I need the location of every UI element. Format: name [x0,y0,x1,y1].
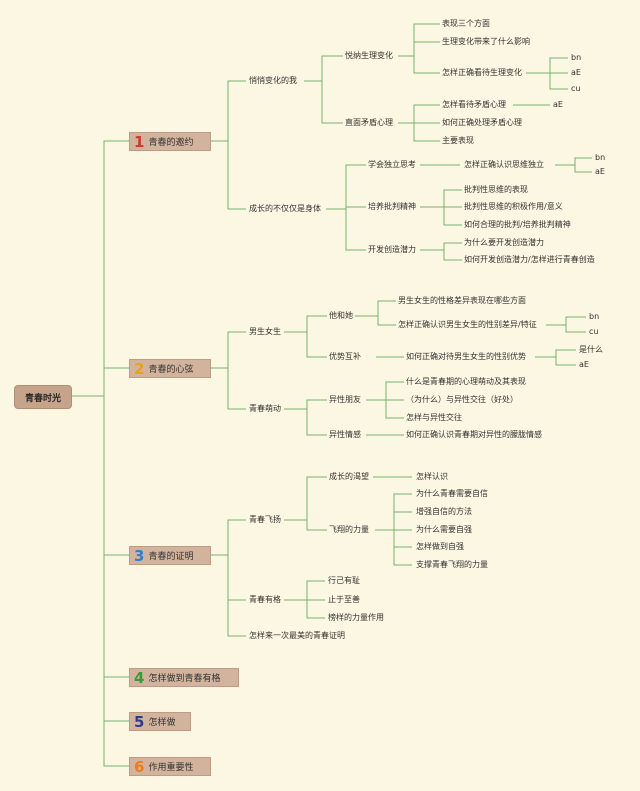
c3-node-1a: 成长的渴望 [329,472,369,481]
c3-branch-3: 怎样来一次最美的青春证明 [249,631,345,640]
c3-leaf: 支撑青春飞翔的力量 [416,560,488,569]
c1-tag: aE [595,167,605,176]
c2-tag: cu [589,327,599,336]
chapter-1-node: 1 青春的邀约 [129,132,211,151]
c3-leaf: 行己有耻 [328,576,360,585]
c1-leaf: 主要表现 [442,136,474,145]
c1-leaf: 批判性思维的积极作用/意义 [464,202,563,211]
chapter-4-number: 4 [134,668,145,687]
c3-leaf: 为什么需要自强 [416,525,472,534]
c2-leaf: 男生女生的性格差异表现在哪些方面 [398,296,526,305]
c1-node-2c: 开发创造潜力 [368,245,416,254]
c1-leaf: 为什么要开发创造潜力 [464,238,544,247]
c2-leaf: 怎样正确认识男生女生的性别差异/特征 [398,320,537,329]
chapter-3-node: 3 青春的证明 [129,546,211,565]
c2-node-1a: 他和她 [329,311,353,320]
c2-tag: aE [579,360,589,369]
c1-branch-2: 成长的不仅仅是身体 [249,204,321,213]
chapter-1-label: 青春的邀约 [148,138,194,148]
c1-leaf: 生理变化带来了什么影响 [442,37,530,46]
chapter-5-node: 5 怎样做 [129,712,191,731]
c2-branch-2: 青春萌动 [249,404,281,413]
c3-leaf: 增强自信的方法 [416,507,472,516]
c3-branch-1: 青春飞扬 [249,515,281,524]
c1-leaf: 怎样看待矛盾心理 [442,100,506,109]
c1-leaf: 表现三个方面 [442,19,490,28]
c2-node-2a: 异性朋友 [329,395,361,404]
chapter-6-node: 6 作用重要性 [129,757,211,776]
chapter-2-node: 2 青春的心弦 [129,359,211,378]
c1-node-2b: 培养批判精神 [368,202,416,211]
c1-tag: bn [595,153,606,162]
chapter-2-number: 2 [134,359,145,378]
c1-tag: aE [553,100,563,109]
c3-node-1b: 飞翔的力量 [329,525,369,534]
chapter-5-number: 5 [134,712,145,731]
chapter-3-number: 3 [134,546,145,565]
chapter-6-label: 作用重要性 [148,763,194,773]
c3-leaf: 为什么青春需要自信 [416,489,488,498]
c1-branch-1: 悄悄变化的我 [249,76,297,85]
c2-tag: bn [589,312,600,321]
c3-leaf: 榜样的力量作用 [328,613,384,622]
chapter-6-number: 6 [134,757,145,776]
chapter-3-label: 青春的证明 [148,552,194,562]
chapter-5-label: 怎样做 [148,718,176,728]
c1-node-1a: 悦纳生理变化 [345,51,393,60]
c2-leaf: （为什么）与异性交往（好处） [406,395,518,404]
c1-tag: aE [571,68,581,77]
c2-tag: 是什么 [579,345,603,354]
c1-leaf: 怎样正确认识思维独立 [464,160,544,169]
c1-leaf: 怎样正确看待生理变化 [442,68,522,77]
c3-leaf: 怎样做到自强 [416,542,464,551]
c1-leaf: 批判性思维的表现 [464,185,528,194]
chapter-4-node: 4 怎样做到青春有格 [129,668,239,687]
c1-leaf: 如何正确处理矛盾心理 [442,118,522,127]
c2-leaf: 如何正确认识青春期对异性的朦胧情感 [406,430,542,439]
c1-node-2a: 学会独立思考 [368,160,416,169]
c1-leaf: 如何开发创造潜力/怎样进行青春创造 [464,255,595,264]
c2-node-1b: 优势互补 [329,352,361,361]
c2-leaf: 怎样与异性交往 [406,413,462,422]
c3-leaf: 止于至善 [328,595,360,604]
c1-leaf: 如何合理的批判/培养批判精神 [464,220,571,229]
root-node: 青春时光 [14,385,72,409]
c1-tag: bn [571,53,582,62]
c2-node-2b: 异性情感 [329,430,361,439]
c1-node-1b: 直面矛盾心理 [345,118,393,127]
c3-leaf: 怎样认识 [416,472,448,481]
c1-tag: cu [571,84,581,93]
c2-leaf: 什么是青春期的心理萌动及其表现 [406,377,526,386]
chapter-1-number: 1 [134,132,145,151]
chapter-4-label: 怎样做到青春有格 [148,674,221,684]
c3-branch-2: 青春有格 [249,595,281,604]
c2-leaf: 如何正确对待男生女生的性别优势 [406,352,526,361]
chapter-2-label: 青春的心弦 [148,365,194,375]
c2-branch-1: 男生女生 [249,327,281,336]
